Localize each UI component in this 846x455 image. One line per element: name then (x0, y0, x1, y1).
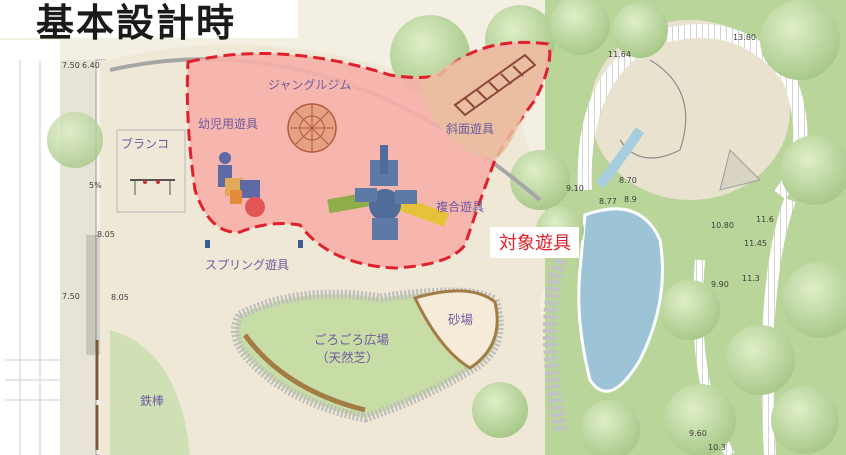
tree-icon (660, 280, 720, 340)
elevation-label: 8.77 (599, 197, 617, 206)
street-area (0, 40, 60, 455)
elevation-label: 7.50 (62, 61, 80, 70)
tree-icon (771, 386, 839, 454)
spring-rider-icon (205, 240, 303, 248)
street-lines (5, 60, 60, 455)
elevation-label: 11.3 (742, 274, 760, 283)
elevation-label: 9.10 (566, 184, 584, 193)
label-sandbox: 砂場 (448, 312, 473, 327)
tree-icon (664, 384, 736, 455)
label-swing: ブランコ (121, 136, 169, 151)
lawn-edge (242, 333, 366, 413)
label-spring-play: スプリング遊具 (205, 257, 289, 272)
elevation-label: 9.60 (689, 429, 707, 438)
rock (719, 149, 761, 191)
toddler-slide-icon (218, 152, 265, 217)
elevation-labels: 7.50 6.40 5% 8.05 7.50 8.05 11.64 13.80 … (62, 33, 774, 452)
elevation-label: 11.6 (756, 215, 774, 224)
stair-ribbon-east (761, 197, 796, 455)
tree-icon (47, 112, 103, 168)
stair-ring (577, 24, 808, 200)
elevation-label: 6.40 (82, 61, 100, 70)
stream (596, 127, 645, 189)
title-box: 基本設計時 (0, 0, 298, 45)
rock-outline (619, 59, 687, 159)
tree-icon (580, 400, 640, 455)
tree-icon (510, 150, 570, 210)
tree-icon (782, 262, 846, 338)
elevation-label: 10.3 (708, 443, 726, 452)
elevation-label: 5% (89, 181, 102, 190)
stone-edge (543, 257, 567, 432)
elevation-label: 8.05 (111, 293, 129, 302)
iron-bar-area (110, 330, 190, 455)
label-slope-play: 斜面遊具 (446, 121, 494, 136)
wall-strip (86, 235, 102, 355)
label-combo-play: 複合遊具 (436, 199, 484, 214)
hill-area (590, 20, 790, 200)
label-iron-bar: 鉄棒 (140, 393, 164, 408)
pond (577, 207, 664, 393)
sandbox (412, 289, 499, 370)
label-lawn-plaza: ごろごろ広場 (314, 332, 389, 347)
label-jungle-gym: ジャングルジム (268, 78, 351, 92)
label-lawn-plaza-sub: （天然芝） (316, 350, 379, 365)
slope-net-icon (453, 53, 537, 117)
page-title: 基本設計時 (36, 1, 237, 45)
elevation-label: 10.80 (711, 221, 734, 230)
elevation-label: 9.90 (711, 280, 729, 289)
tree-icon (550, 0, 610, 55)
elevation-label: 11.45 (744, 239, 767, 248)
elevation-label: 13.80 (733, 33, 756, 42)
tree-icon (612, 2, 668, 58)
jungle-gym-dome-icon (287, 103, 337, 153)
swing-frame-icon (116, 129, 186, 213)
tree-icon (472, 382, 528, 438)
tree-icon (760, 0, 840, 80)
label-toddler-play: 幼児用遊具 (198, 116, 258, 131)
target-equipment-label: 対象遊具 (490, 227, 579, 258)
combo-structure-icon (327, 145, 449, 240)
elevation-label: 8.05 (97, 230, 115, 239)
tree-icon (725, 325, 795, 395)
elevation-label: 7.50 (62, 292, 80, 301)
tree-icon (780, 135, 846, 205)
elevation-label: 11.64 (608, 50, 631, 59)
elevation-label: 8.70 (619, 176, 637, 185)
tree-icons (47, 0, 846, 455)
elevation-label: 8.9 (624, 195, 637, 204)
